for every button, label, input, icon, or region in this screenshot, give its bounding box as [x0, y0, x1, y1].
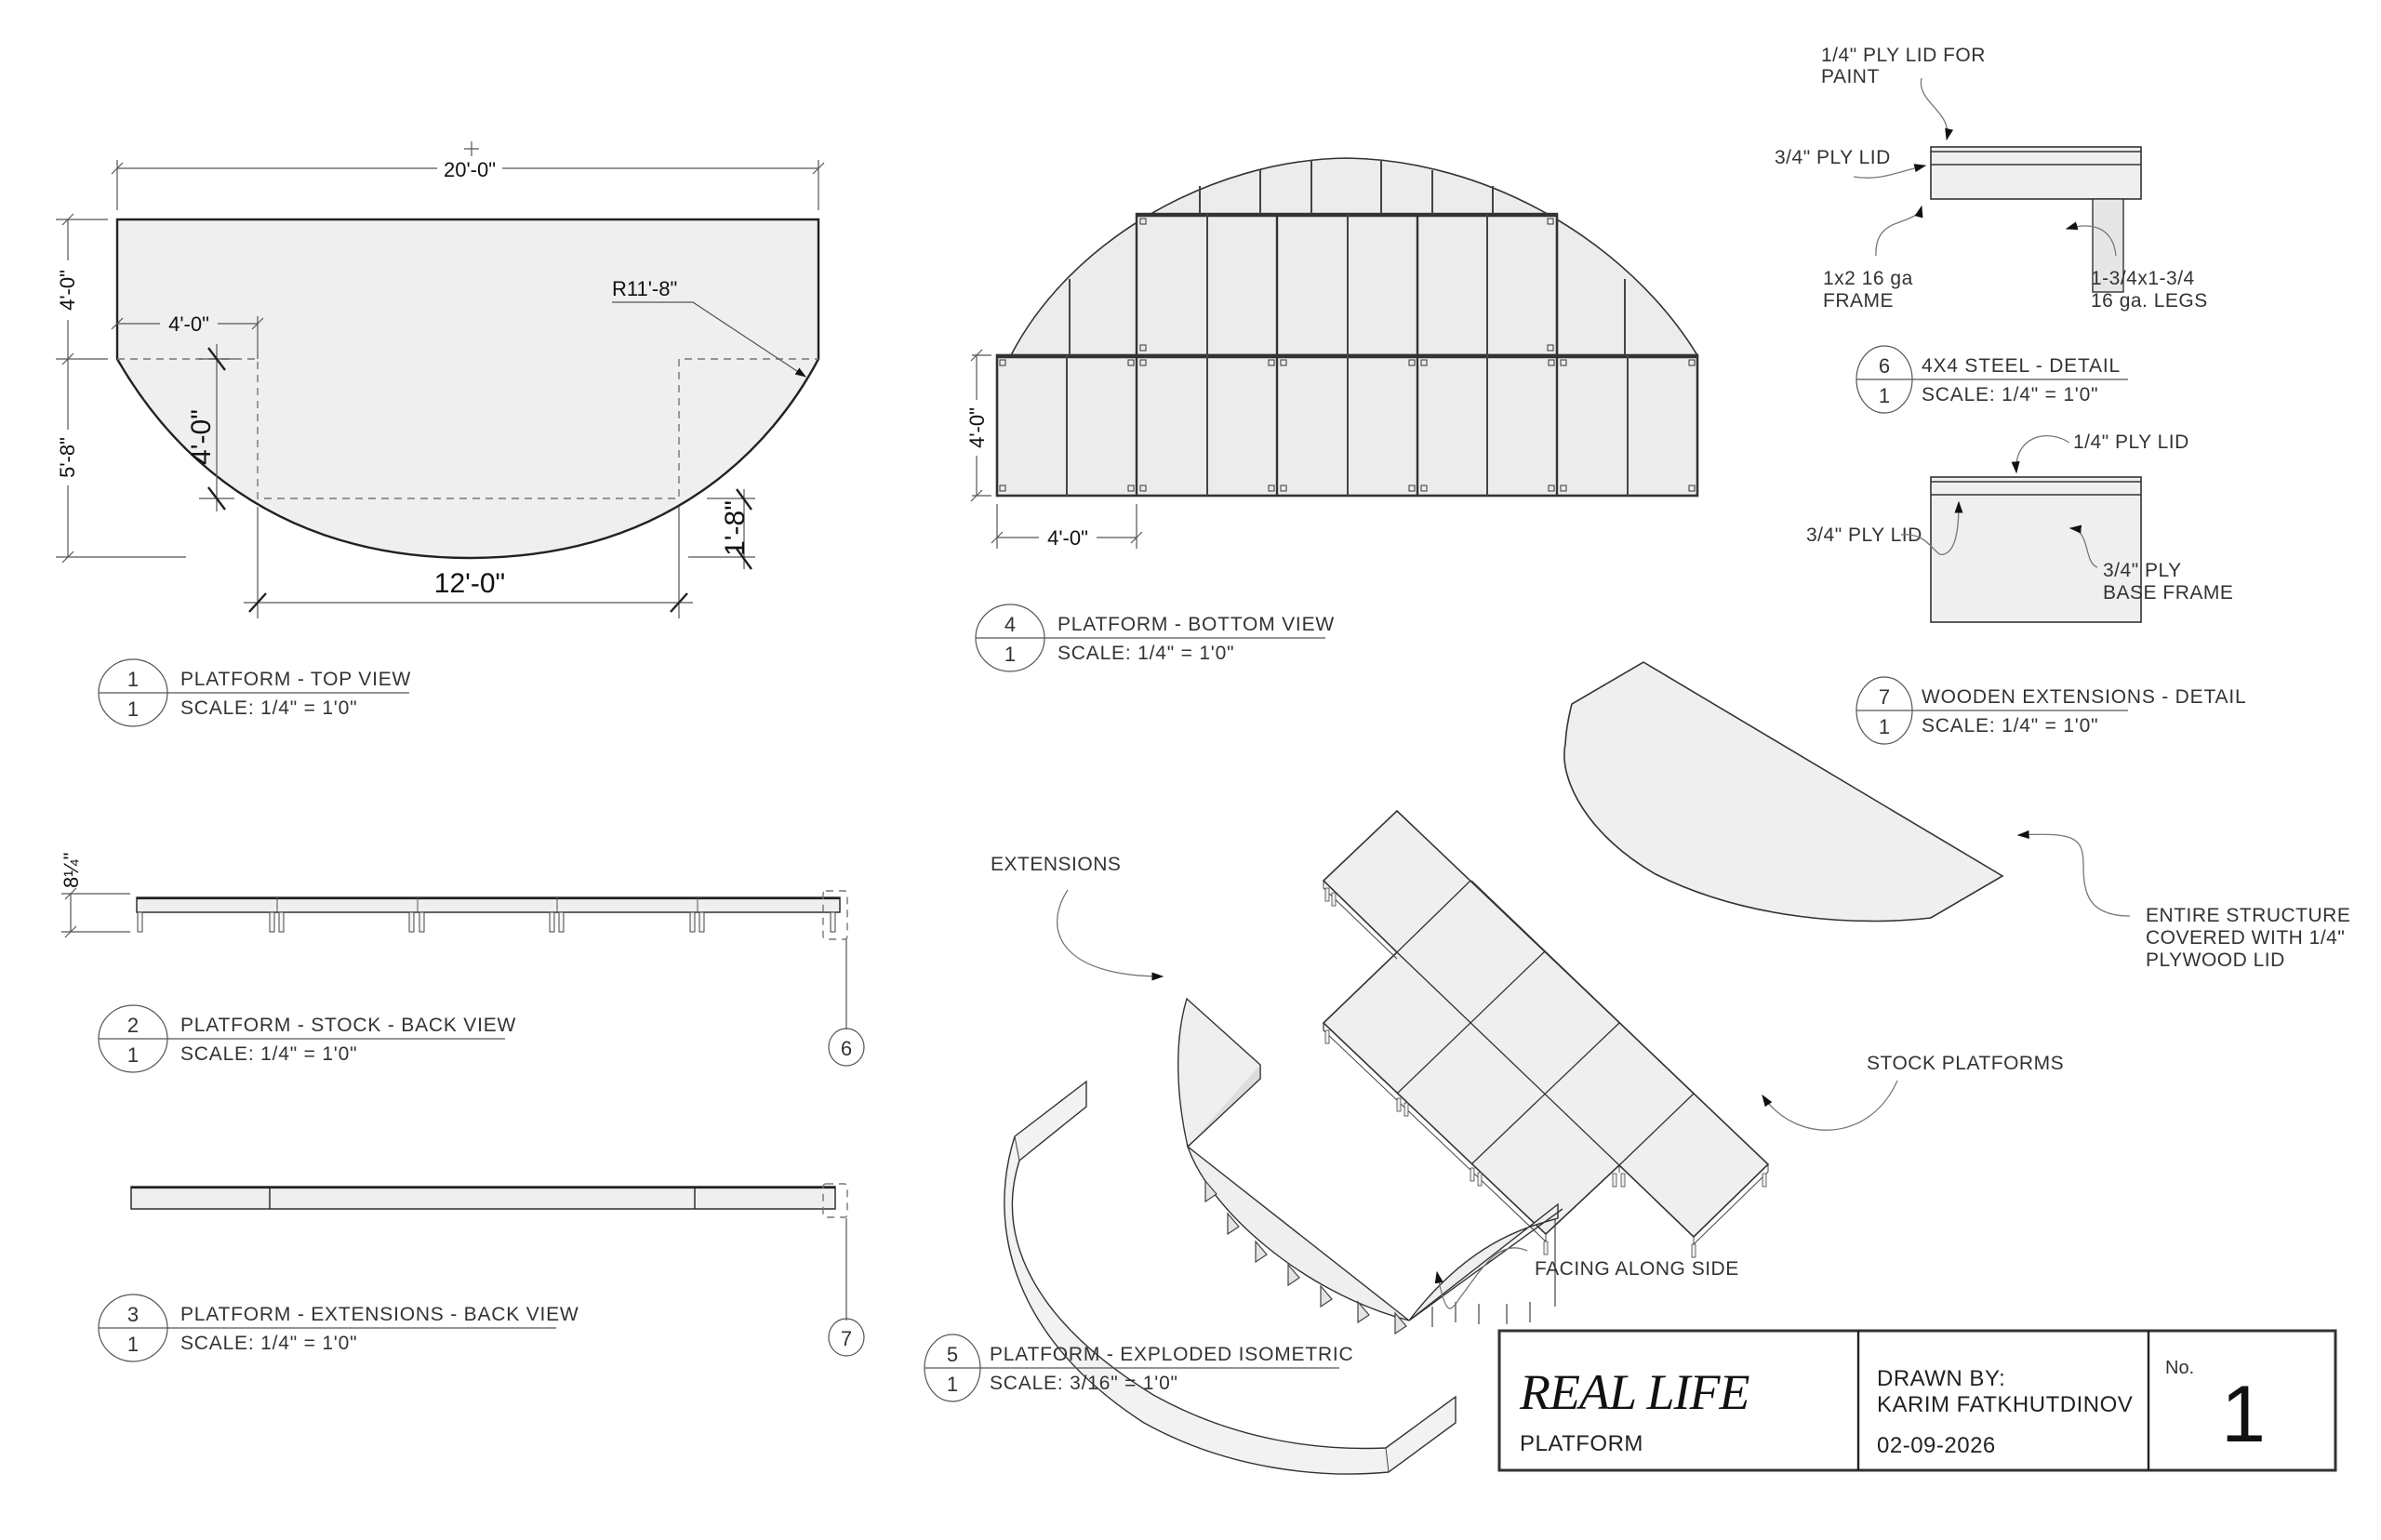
svg-text:7: 7 [841, 1327, 852, 1350]
svg-text:WOODEN EXTENSIONS - DETAIL: WOODEN EXTENSIONS - DETAIL [1922, 686, 2246, 708]
exploded-isometric: EXTENSIONS STOCK PLATFORMS FACING ALONG … [991, 661, 2350, 1475]
sheet-number-label: No. [2165, 1358, 2194, 1378]
svg-text:1: 1 [1879, 715, 1890, 738]
svg-text:1: 1 [1004, 643, 1016, 666]
svg-text:1: 1 [127, 1333, 139, 1356]
drawn-by-name: KARIM FATKHUTDINOV [1877, 1392, 2133, 1417]
dim-top-depth: 4'-0" [56, 270, 79, 311]
svg-text:1: 1 [1879, 384, 1890, 407]
svg-text:PLATFORM - EXPLODED ISOMETRIC: PLATFORM - EXPLODED ISOMETRIC [990, 1344, 1354, 1365]
dim-depth: 4'-0" [965, 407, 989, 448]
svg-text:3/4" PLY: 3/4" PLY [2103, 560, 2182, 581]
view-title-3: 3 1 PLATFORM - EXTENSIONS - BACK VIEW SC… [98, 1294, 579, 1362]
svg-text:4X4 STEEL - DETAIL: 4X4 STEEL - DETAIL [1922, 355, 2121, 377]
svg-text:SCALE: 1/4" = 1'0": SCALE: 1/4" = 1'0" [1057, 643, 1234, 664]
svg-text:SCALE: 1/4" = 1'0": SCALE: 1/4" = 1'0" [180, 1043, 357, 1065]
project-name: REAL LIFE [1519, 1364, 1750, 1420]
svg-text:6: 6 [841, 1037, 852, 1060]
dim-panel-width: 4'-0" [1047, 526, 1088, 550]
note-cover-3: PLYWOOD LID [2146, 949, 2285, 971]
extensions [1177, 997, 1563, 1335]
svg-text:PLATFORM - BOTTOM VIEW: PLATFORM - BOTTOM VIEW [1057, 614, 1335, 635]
svg-text:1: 1 [947, 1373, 958, 1396]
center-mark-icon [464, 141, 479, 156]
svg-text:4: 4 [1004, 613, 1016, 636]
svg-text:1/4" PLY LID: 1/4" PLY LID [2073, 431, 2189, 453]
note-cover-1: ENTIRE STRUCTURE [2146, 905, 2350, 926]
title-block: REAL LIFE PLATFORM DRAWN BY: KARIM FATKH… [1497, 1329, 2337, 1472]
svg-text:BASE FRAME: BASE FRAME [2103, 582, 2233, 604]
view-title-7: 7 1 WOODEN EXTENSIONS - DETAIL SCALE: 1/… [1856, 676, 2246, 745]
svg-text:6: 6 [1879, 354, 1890, 378]
extensions-back-view: 7 [130, 1183, 865, 1357]
view-title-1: 1 1 PLATFORM - TOP VIEW SCALE: 1/4" = 1'… [98, 658, 411, 727]
facing [1004, 1080, 1457, 1475]
svg-text:3/4" PLY LID: 3/4" PLY LID [1806, 524, 1922, 546]
dim-arc-rise: 1'-8" [720, 500, 751, 556]
stock-platforms [1322, 809, 1770, 1258]
svg-text:1: 1 [127, 1043, 139, 1067]
view-title-6: 6 1 4X4 STEEL - DETAIL SCALE: 1/4" = 1'0… [1856, 345, 2128, 414]
detail-callout-6[interactable] [828, 1028, 865, 1067]
svg-text:1/4" PLY LID FOR: 1/4" PLY LID FOR [1821, 45, 1986, 66]
dim-lower-depth: 5'-8" [56, 437, 79, 478]
dim-height: 8¼" [60, 853, 83, 888]
dim-overall-width: 20'-0" [444, 158, 496, 181]
svg-text:SCALE: 1/4" = 1'0": SCALE: 1/4" = 1'0" [180, 1333, 357, 1354]
bottom-view: 4'-0" 4'-0" [964, 157, 1699, 550]
svg-text:PLATFORM - STOCK - BACK VIEW: PLATFORM - STOCK - BACK VIEW [180, 1015, 516, 1036]
svg-text:5: 5 [947, 1343, 958, 1366]
sheet-subject: PLATFORM [1520, 1431, 1643, 1456]
view-scale-text: SCALE: 1/4" = 1'0" [180, 697, 357, 719]
dim-center-width: 12'-0" [434, 568, 505, 599]
svg-text:SCALE: 1/4" = 1'0": SCALE: 1/4" = 1'0" [1922, 384, 2098, 405]
dim-ext-depth: 4'-0" [186, 409, 217, 465]
svg-text:1: 1 [127, 697, 139, 721]
view-title-4: 4 1 PLATFORM - BOTTOM VIEW SCALE: 1/4" =… [975, 604, 1335, 672]
svg-text:16 ga. LEGS: 16 ga. LEGS [2091, 290, 2208, 312]
top-view: 20'-0" 4'-0" 5'-8" 4'-0" 4'-0" 12'-0" 1'… [56, 141, 825, 618]
platform-outline [115, 218, 820, 560]
svg-text:1: 1 [127, 668, 139, 691]
svg-text:SCALE: 1/4" = 1'0": SCALE: 1/4" = 1'0" [1922, 715, 2098, 737]
view-title-text: PLATFORM - TOP VIEW [180, 669, 411, 690]
stock-back-view: 8¼" 6 [60, 853, 865, 1067]
svg-text:3/4" PLY LID: 3/4" PLY LID [1775, 147, 1891, 168]
note-facing: FACING ALONG SIDE [1535, 1258, 1739, 1280]
detail-callout-7[interactable] [828, 1318, 865, 1357]
svg-text:1-3/4x1-3/4: 1-3/4x1-3/4 [2091, 268, 2195, 289]
dim-ext-width: 4'-0" [168, 312, 209, 336]
drawing-date: 02-09-2026 [1877, 1433, 1996, 1458]
detail-6: 1/4" PLY LID FOR PAINT 3/4" PLY LID 1x2 … [1775, 45, 2208, 312]
note-stock-platforms: STOCK PLATFORMS [1867, 1053, 2064, 1074]
svg-text:FRAME: FRAME [1823, 290, 1894, 312]
view-title-5: 5 1 PLATFORM - EXPLODED ISOMETRIC SCALE:… [924, 1334, 1354, 1402]
svg-text:1x2 16 ga: 1x2 16 ga [1823, 268, 1913, 289]
view-title-2: 2 1 PLATFORM - STOCK - BACK VIEW SCALE: … [98, 1004, 516, 1073]
note-cover-2: COVERED WITH 1/4" [2146, 927, 2345, 949]
svg-text:3: 3 [127, 1303, 139, 1326]
plywood-lid [1563, 661, 2004, 923]
drawn-by-label: DRAWN BY: [1877, 1366, 2005, 1391]
svg-text:SCALE: 3/16" = 1'0": SCALE: 3/16" = 1'0" [990, 1373, 1178, 1394]
detail-7: 1/4" PLY LID 3/4" PLY LID 3/4" PLY BASE … [1806, 431, 2233, 623]
note-extensions: EXTENSIONS [991, 854, 1121, 875]
svg-text:2: 2 [127, 1014, 139, 1037]
dim-radius: R11'-8" [612, 277, 677, 300]
sheet-number: 1 [2221, 1370, 2266, 1459]
svg-text:PLATFORM - EXTENSIONS - BACK V: PLATFORM - EXTENSIONS - BACK VIEW [180, 1304, 579, 1325]
svg-text:7: 7 [1879, 685, 1890, 709]
svg-text:PAINT: PAINT [1821, 66, 1880, 87]
